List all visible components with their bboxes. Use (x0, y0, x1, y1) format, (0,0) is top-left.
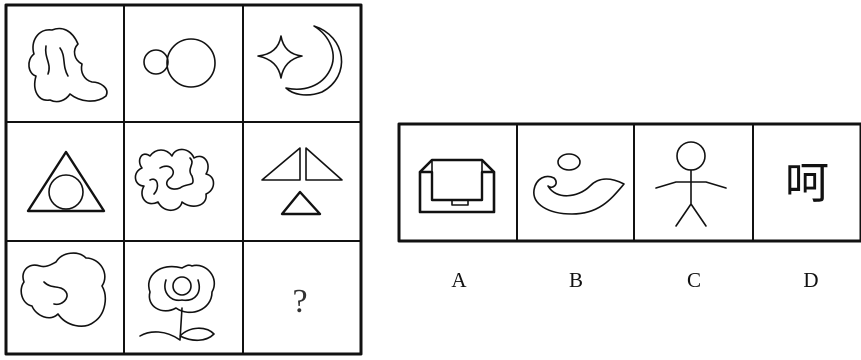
option-d-character[interactable]: 呵 (785, 158, 829, 209)
option-label-d[interactable]: D (803, 268, 818, 292)
options-row (397, 122, 861, 243)
option-label-c[interactable]: C (687, 268, 701, 292)
missing-cell-mark: ? (292, 283, 307, 320)
grid-cell-7-shape (20, 252, 107, 327)
grid-cell-6-shape (261, 147, 343, 216)
grid-cell-8-shape (139, 264, 216, 342)
option-c-figure[interactable] (655, 141, 727, 227)
grid-cell-5-shape (134, 148, 215, 212)
question-grid (4, 3, 363, 356)
option-b-figure[interactable] (533, 153, 625, 215)
option-label-b[interactable]: B (569, 268, 583, 292)
option-a-figure[interactable] (418, 158, 496, 214)
grid-cell-1-shape (28, 27, 108, 103)
grid-cell-2-shape (143, 38, 216, 88)
grid-cell-4-shape (26, 150, 106, 213)
option-label-a[interactable]: A (451, 268, 467, 292)
grid-cell-3-shape (257, 25, 343, 96)
